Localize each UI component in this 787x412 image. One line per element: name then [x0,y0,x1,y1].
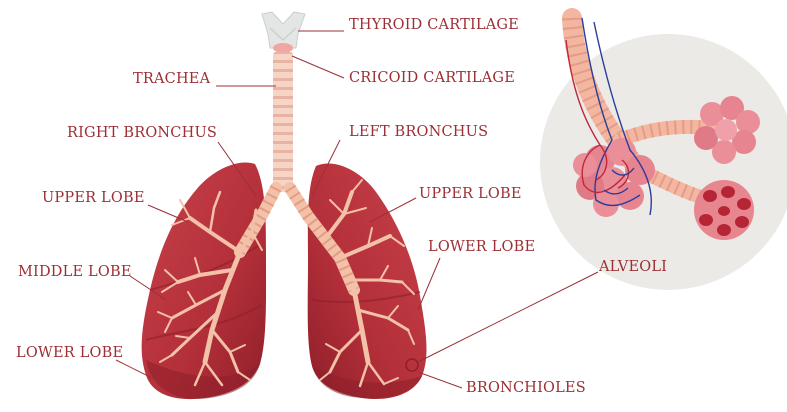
label-trachea: TRACHEA [133,71,210,87]
label-upper-lobe-right: UPPER LOBE [42,190,145,206]
label-cricoid-cartilage: CRICOID CARTILAGE [349,70,515,86]
label-left-bronchus: LEFT BRONCHUS [349,124,488,140]
leader-cricoid-cartilage [292,56,344,78]
leader-alveoli [418,272,598,362]
leader-bronchioles [418,372,462,388]
larynx [262,12,305,53]
trachea-tube [273,52,293,192]
label-upper-lobe-left: UPPER LOBE [419,186,522,202]
alveolus-cross-section [694,180,754,240]
leader-lower-lobe-left [418,258,440,310]
label-thyroid-cartilage: THYROID CARTILAGE [349,17,519,33]
label-right-bronchus: RIGHT BRONCHUS [67,125,217,141]
label-alveoli: ALVEOLI [599,259,667,275]
label-bronchioles: BRONCHIOLES [466,380,586,396]
label-lower-lobe-right: LOWER LOBE [16,345,123,361]
label-middle-lobe: MIDDLE LOBE [18,264,132,280]
label-lower-lobe-left: LOWER LOBE [428,239,535,255]
